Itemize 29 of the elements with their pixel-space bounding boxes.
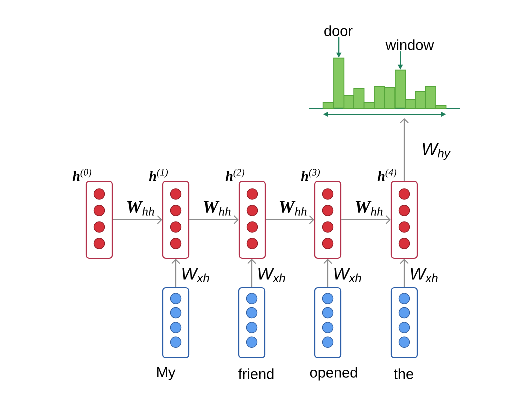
state-label: h$^{(3)}$ <box>301 168 320 182</box>
arrow <box>400 118 409 181</box>
edge-label: W$_{xh}$ <box>256 267 288 284</box>
word-label: door <box>324 26 353 36</box>
arrow <box>324 259 332 288</box>
state-label: h$^{(0)}$ <box>72 168 92 182</box>
arrow <box>248 259 256 288</box>
edge-label: W$_{xh}$ <box>408 267 440 284</box>
arrow <box>190 216 239 224</box>
edge-label: W$_{xh}$ <box>180 267 212 284</box>
state-label: h$^{(4)}$ <box>378 168 397 182</box>
arrow <box>266 216 314 224</box>
edge-label: W$_{hy}$ <box>420 142 452 162</box>
word-label: the <box>394 368 414 380</box>
arrow <box>172 259 180 288</box>
state-label: h$^{(2)}$ <box>226 168 245 182</box>
edge-label: W$_{hh}$ <box>278 200 309 217</box>
word-label: friend <box>238 368 274 380</box>
word-label: window <box>386 40 434 50</box>
arrow <box>113 216 162 224</box>
arrow <box>342 216 391 224</box>
edge-label: W$_{hh}$ <box>125 200 156 217</box>
word-label: opened <box>310 367 358 381</box>
state-label: h$^{(1)}$ <box>149 168 168 182</box>
word-label: My <box>158 368 176 380</box>
edge-label: W$_{xh}$ <box>332 267 364 284</box>
arrow <box>400 259 409 288</box>
edge-label: W$_{hh}$ <box>354 200 385 217</box>
edge-label: W$_{hh}$ <box>202 200 233 217</box>
